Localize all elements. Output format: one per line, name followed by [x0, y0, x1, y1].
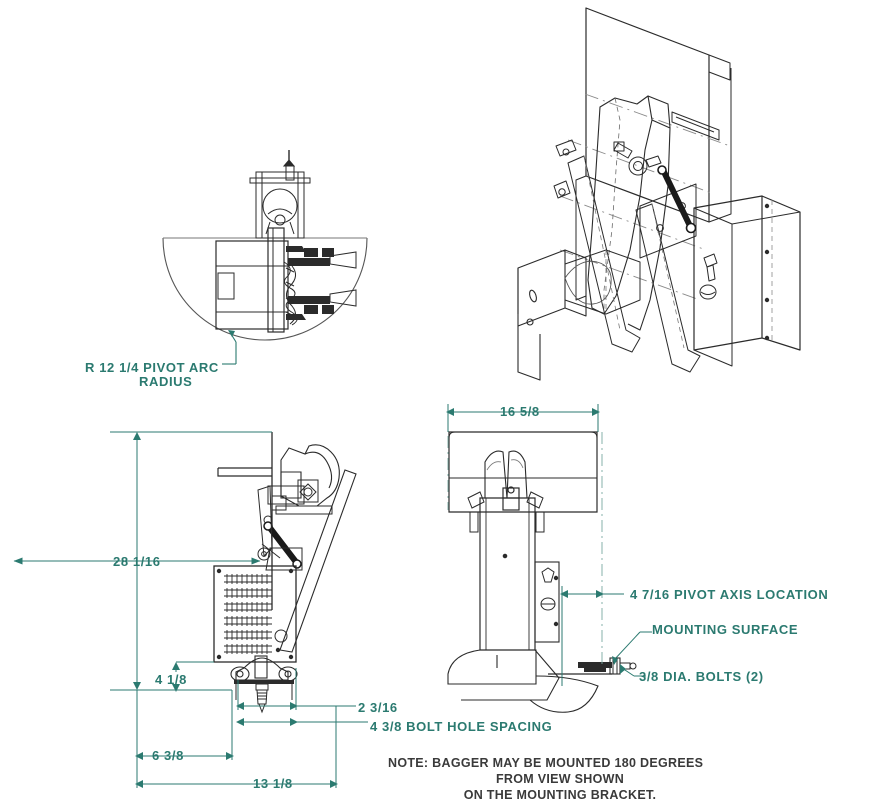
- label-overall-height: 28 1/16: [113, 554, 161, 569]
- iso-bolt-detail: [699, 253, 718, 300]
- note-line-2: FROM VIEW SHOWN: [495, 772, 625, 786]
- label-lower-height: 4 1/8: [155, 672, 187, 687]
- label-bolt-offset: 2 3/16: [358, 700, 398, 715]
- iso-chute-body: [587, 95, 671, 331]
- plan-discharge-wings: [286, 246, 357, 320]
- iso-right-rib: [635, 203, 701, 373]
- front-elevation-group: [447, 431, 637, 713]
- iso-receiver-tube: [564, 249, 641, 315]
- side-linkage-block: [261, 479, 333, 559]
- iso-lever-cluster: [613, 141, 662, 176]
- label-bolt-hole-spacing: 4 3/8 BOLT HOLE SPACING: [370, 719, 553, 734]
- plan-housing-block: [215, 240, 289, 330]
- side-hinge-plate: [257, 485, 303, 571]
- leader-mounting-surface: [613, 631, 641, 661]
- iso-box-housing: [693, 195, 801, 367]
- label-mounting-surface: MOUNTING SURFACE: [652, 622, 799, 637]
- plan-pivot-column: [267, 227, 285, 333]
- iso-wall-bracket: [517, 249, 587, 381]
- label-bolt-diameter: 3/8 DIA. BOLTS (2): [639, 669, 764, 684]
- side-chute-profile: [280, 444, 340, 507]
- plan-linkage-detail: [283, 261, 298, 326]
- side-base-pad: [230, 655, 298, 684]
- side-elevation-group: [213, 432, 357, 714]
- front-chute-halves: [484, 450, 528, 499]
- plan-upper-assembly: [249, 150, 311, 239]
- iso-gas-strut: [657, 165, 697, 234]
- iso-latch: [553, 139, 577, 199]
- front-back-panel: [448, 431, 598, 513]
- side-grille-housing: [213, 565, 297, 663]
- front-discharge-pan: [447, 649, 599, 713]
- front-hinge-cluster: [467, 491, 545, 533]
- grille-slats: [224, 574, 272, 654]
- dimension-lines-layer: [13, 404, 652, 788]
- side-diagonal-strut: [279, 469, 357, 653]
- note-line-1: NOTE: BAGGER MAY BE MOUNTED 180 DEGREES: [388, 756, 704, 770]
- iso-back-panel: [575, 7, 732, 301]
- note-line-3: ON THE MOUNTING BRACKET.: [463, 788, 657, 802]
- side-gas-strut: [263, 521, 302, 569]
- label-pivot-arc-radius-line1: R 12 1/4 PIVOT ARC: [85, 360, 219, 375]
- label-overall-width: 16 5/8: [500, 404, 540, 419]
- label-pivot-axis-location: 4 7/16 PIVOT AXIS LOCATION: [630, 587, 829, 602]
- label-base-offset: 6 3/8: [152, 748, 184, 763]
- front-side-plate: [534, 561, 560, 643]
- iso-left-rib: [567, 155, 641, 353]
- label-overall-length: 13 1/8: [253, 776, 293, 791]
- plan-view-group: [162, 150, 368, 365]
- label-pivot-arc-radius-line2: RADIUS: [139, 374, 193, 389]
- arc-leader-arrowhead: [228, 330, 235, 337]
- side-threaded-stud: [255, 683, 269, 714]
- pivot-arc-path: [162, 237, 368, 341]
- isometric-view-group: [517, 7, 801, 381]
- iso-center-lines: [559, 93, 731, 301]
